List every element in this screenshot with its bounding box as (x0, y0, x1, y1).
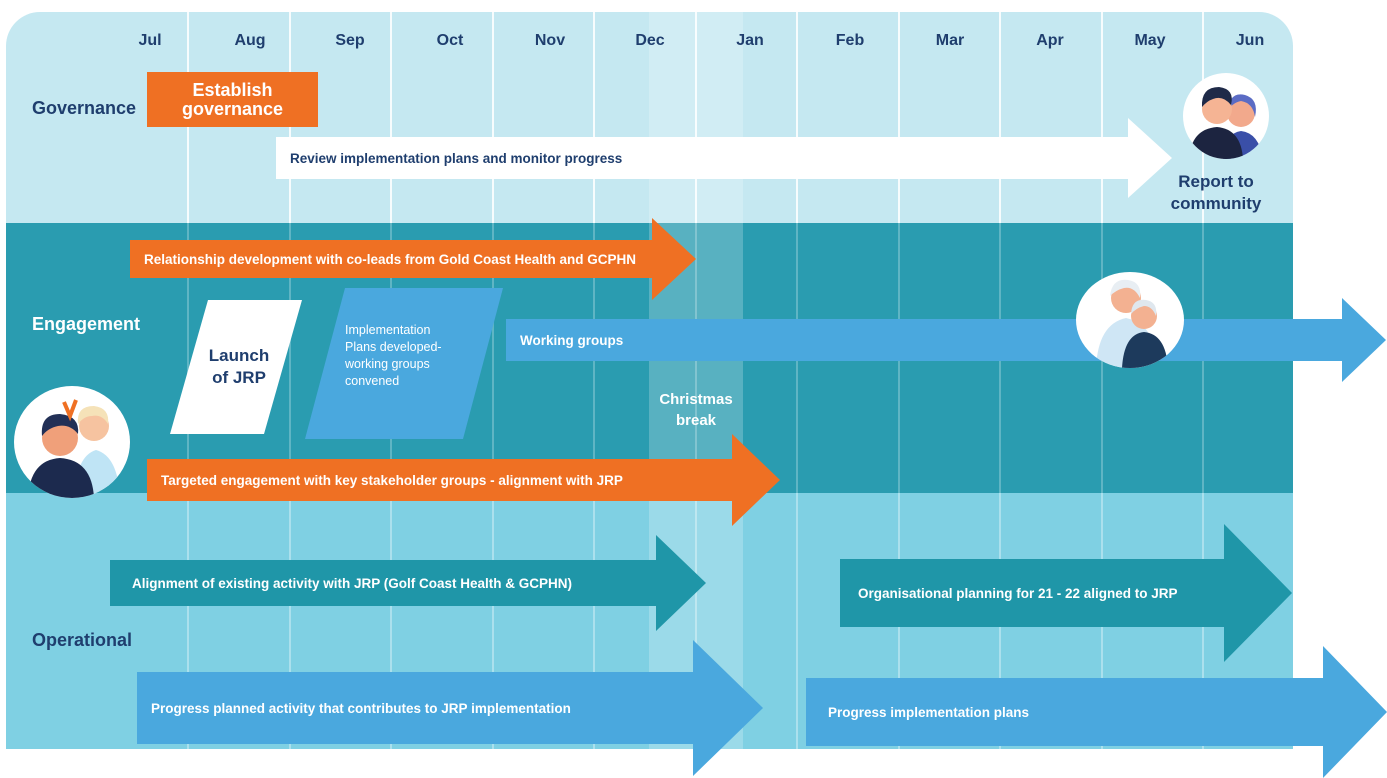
review-arrow-label: Review implementation plans and monitor … (290, 150, 623, 166)
targeted-arrow: Targeted engagement with key stakeholder… (147, 434, 780, 526)
row-label-engagement: Engagement (32, 314, 141, 334)
friends-avatar-icon (14, 386, 130, 498)
relationship-arrow: Relationship development with co-leads f… (130, 218, 696, 300)
month-divider (593, 12, 595, 223)
progress-planned-arrow-label: Progress planned activity that contribut… (151, 700, 571, 716)
month-label: Dec (635, 32, 665, 49)
launch-jrp-shape: Launch of JRP (170, 300, 302, 434)
month-divider (390, 12, 392, 223)
month-label: Jan (736, 32, 764, 49)
month-divider (289, 493, 291, 749)
month-divider (898, 12, 900, 223)
row-label-governance: Governance (32, 98, 137, 118)
month-label: Nov (534, 32, 566, 49)
relationship-arrow-label: Relationship development with co-leads f… (144, 251, 637, 267)
progress-planned-arrow: Progress planned activity that contribut… (137, 640, 763, 776)
month-divider (187, 223, 189, 493)
progress-impl-arrow-label: Progress implementation plans (828, 704, 1030, 720)
org-planning-arrow: Organisational planning for 21 - 22 alig… (840, 524, 1292, 662)
month-label: Aug (234, 32, 266, 49)
month-label: Jul (138, 32, 162, 49)
row-label-operational: Operational (32, 630, 133, 650)
working-groups-arrow-label: Working groups (520, 332, 624, 348)
christmas-break-label: Christmas break (659, 391, 733, 429)
month-divider (695, 493, 697, 749)
establish-governance-box: Establish governance (147, 72, 318, 127)
month-divider (796, 493, 798, 749)
month-divider (492, 493, 494, 749)
month-divider (390, 493, 392, 749)
month-divider (492, 223, 494, 493)
review-arrow: Review implementation plans and monitor … (276, 118, 1172, 198)
alignment-arrow-label: Alignment of existing activity with JRP … (132, 575, 573, 591)
working-groups-arrow: Working groups (506, 298, 1386, 382)
month-divider (492, 12, 494, 223)
implementation-plans-label: Implementation Plans developed- working … (345, 323, 442, 388)
month-label: May (1134, 32, 1166, 49)
month-label: Sep (335, 32, 365, 49)
month-divider (593, 493, 595, 749)
progress-impl-arrow: Progress implementation plans (806, 646, 1387, 778)
month-divider (999, 12, 1001, 223)
report-to-community-label: Report to community (1170, 172, 1262, 213)
month-label: Mar (935, 32, 965, 49)
month-label: Oct (436, 32, 464, 49)
alignment-arrow: Alignment of existing activity with JRP … (110, 535, 706, 631)
targeted-arrow-label: Targeted engagement with key stakeholder… (161, 472, 623, 488)
launch-jrp-label: Launch of JRP (208, 346, 270, 387)
month-divider (796, 12, 798, 223)
month-label: Feb (835, 32, 865, 49)
month-label: Jun (1235, 32, 1265, 49)
implementation-plans-shape: Implementation Plans developed- working … (305, 288, 503, 439)
month-divider (187, 493, 189, 749)
month-divider (289, 223, 291, 493)
couple-avatar-icon (1183, 73, 1269, 159)
month-label: Apr (1036, 32, 1064, 49)
month-divider (1101, 12, 1103, 223)
org-planning-arrow-label: Organisational planning for 21 - 22 alig… (858, 585, 1178, 601)
month-divider (695, 12, 697, 223)
elderly-couple-avatar-icon (1076, 272, 1184, 368)
